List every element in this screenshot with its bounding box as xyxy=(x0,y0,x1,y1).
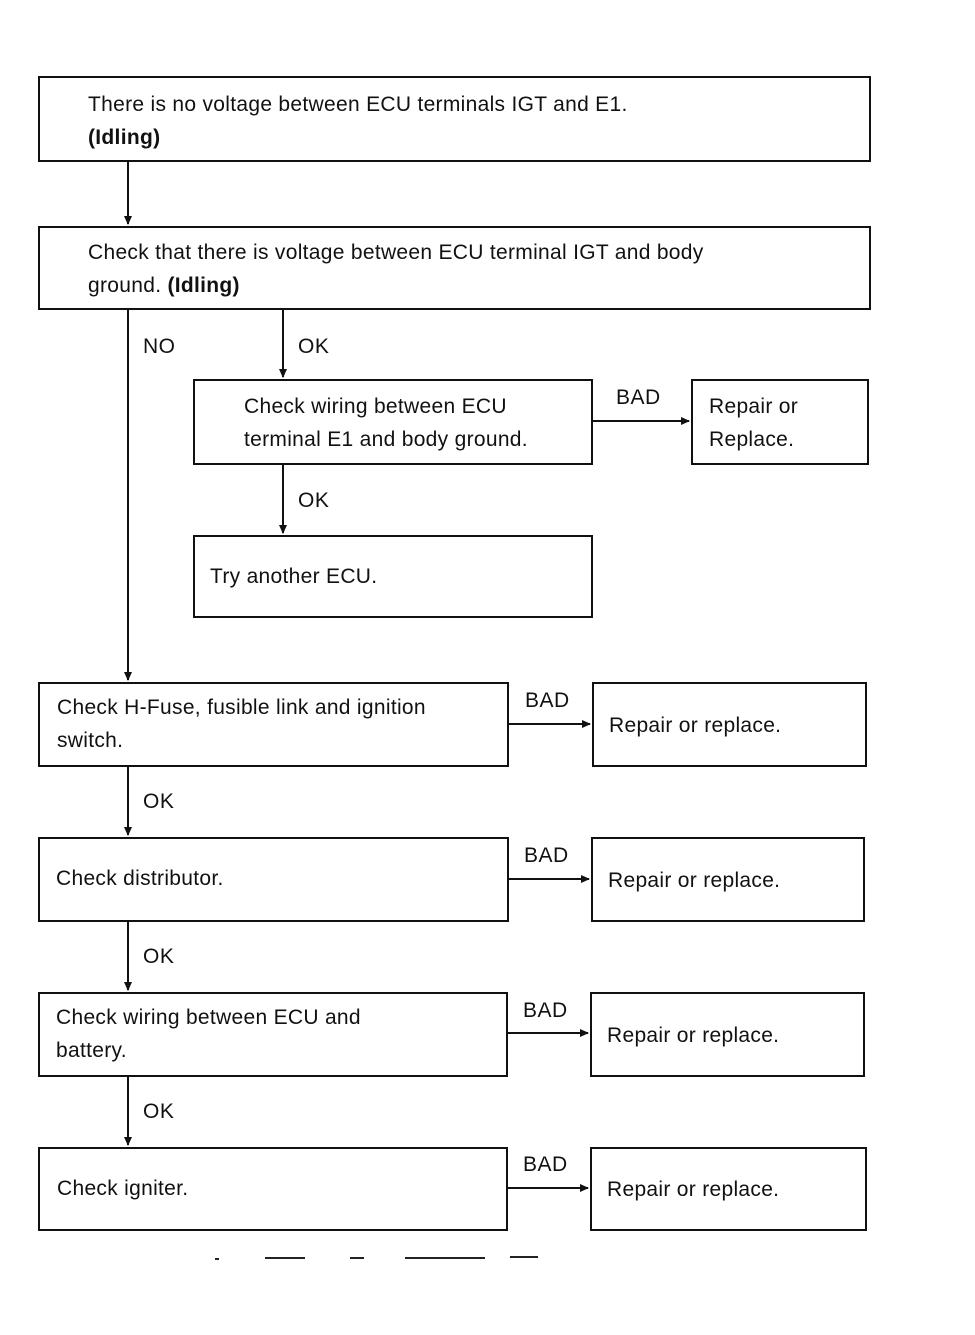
ok-label-igt: OK xyxy=(298,335,330,358)
repair-e1-line1: Repair or xyxy=(709,395,799,418)
scan-artifact xyxy=(510,1256,538,1258)
check-battery-wiring-box xyxy=(38,992,508,1077)
repair-battery-wiring-box xyxy=(590,992,865,1077)
check-igniter-box xyxy=(38,1147,508,1231)
ok-label-battery-wiring: OK xyxy=(143,1100,175,1123)
check-fuse-line2: switch. xyxy=(57,729,124,752)
check-igniter-text: Check igniter. xyxy=(57,1177,189,1200)
repair-e1-box xyxy=(691,379,869,465)
check-battery-wiring-line2: battery. xyxy=(56,1039,127,1062)
bad-label-fuse: BAD xyxy=(525,689,570,712)
scan-artifact xyxy=(350,1257,364,1259)
scan-artifact xyxy=(215,1258,219,1260)
check-fuse-line1: Check H-Fuse, fusible link and ignition xyxy=(57,696,426,719)
check-fuse-box xyxy=(38,682,509,767)
try-another-ecu-box xyxy=(193,535,593,618)
start-condition-box xyxy=(38,76,871,162)
try-another-ecu-text: Try another ECU. xyxy=(210,565,378,588)
ok-label-e1: OK xyxy=(298,489,330,512)
check-e1-wiring-line1: Check wiring between ECU xyxy=(244,395,507,418)
bad-label-battery-wiring: BAD xyxy=(523,999,568,1022)
bad-label-e1: BAD xyxy=(616,386,661,409)
ok-label-distributor: OK xyxy=(143,945,175,968)
check-distributor-box xyxy=(38,837,509,922)
check-igt-ground-line1: Check that there is voltage between ECU … xyxy=(88,241,704,264)
start-condition-line1: There is no voltage between ECU terminal… xyxy=(88,93,628,116)
scan-artifact xyxy=(265,1257,305,1259)
repair-distributor-box xyxy=(591,837,865,922)
repair-fuse-text: Repair or replace. xyxy=(609,714,782,737)
check-igt-ground-box xyxy=(38,226,871,310)
start-condition-line2: (Idling) xyxy=(88,126,161,149)
scan-artifact xyxy=(405,1257,485,1259)
check-igt-ground-line2-text: ground. xyxy=(88,274,168,297)
check-e1-wiring-box xyxy=(193,379,593,465)
bad-label-distributor: BAD xyxy=(524,844,569,867)
check-distributor-text: Check distributor. xyxy=(56,867,224,890)
repair-e1-line2: Replace. xyxy=(709,428,795,451)
check-igt-ground-line2: ground. (Idling) xyxy=(88,269,240,303)
repair-distributor-text: Repair or replace. xyxy=(608,869,781,892)
repair-battery-wiring-text: Repair or replace. xyxy=(607,1024,780,1047)
check-e1-wiring-line2: terminal E1 and body ground. xyxy=(244,428,528,451)
repair-fuse-box xyxy=(592,682,867,767)
repair-igniter-text: Repair or replace. xyxy=(607,1178,780,1201)
repair-igniter-box xyxy=(590,1147,867,1231)
bad-label-igniter: BAD xyxy=(523,1153,568,1176)
no-label: NO xyxy=(143,335,176,358)
check-igt-ground-idling: (Idling) xyxy=(167,274,240,297)
check-battery-wiring-line1: Check wiring between ECU and xyxy=(56,1006,361,1029)
ok-label-fuse: OK xyxy=(143,790,175,813)
